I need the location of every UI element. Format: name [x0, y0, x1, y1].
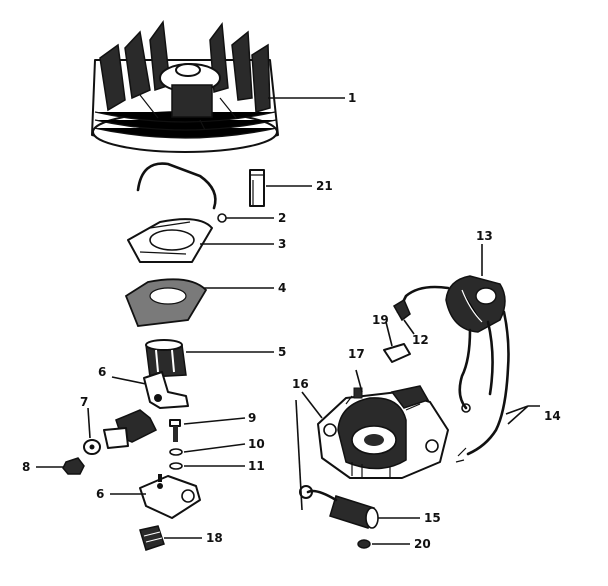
- callout-2: 2: [278, 211, 286, 225]
- nut-part: [62, 457, 85, 475]
- insulator-plate-part: [383, 343, 411, 363]
- callout-18: 18: [206, 531, 223, 545]
- washer-part: [83, 439, 101, 455]
- callout-8: 8: [22, 460, 30, 474]
- callout-1: 1: [348, 91, 356, 105]
- ignition-coil-part: [445, 275, 506, 333]
- callout-5: 5: [278, 345, 286, 359]
- leader-9: [183, 417, 246, 425]
- coil-clip-part: [392, 285, 450, 322]
- condenser-nut-part: [357, 539, 371, 549]
- coil-lead-wire: [458, 328, 472, 410]
- key-part: [249, 169, 265, 207]
- callout-12: 12: [412, 333, 429, 347]
- lock-washer-part: [169, 462, 183, 470]
- callout-10: 10: [248, 437, 265, 451]
- callout-4: 4: [278, 281, 286, 295]
- breaker-arm-part: [103, 371, 189, 449]
- leader-7: [87, 407, 91, 439]
- callout-11: 11: [248, 459, 265, 473]
- breaker-cover-part: [127, 218, 213, 263]
- callout-15: 15: [424, 511, 441, 525]
- callout-7: 7: [80, 395, 88, 409]
- leader-12: [403, 319, 415, 335]
- leader-17: [355, 369, 363, 393]
- spring-clip-part: [136, 162, 227, 223]
- callout-16: 16: [292, 377, 309, 391]
- flywheel-part: [91, 19, 279, 153]
- small-washer-part: [169, 448, 183, 456]
- callout-13: 13: [476, 229, 493, 243]
- cover-gasket-part: [124, 278, 208, 327]
- callout-6b: 6: [96, 487, 104, 501]
- cam-sleeve-part: [145, 339, 187, 378]
- screw-part: [169, 419, 181, 442]
- leader-19: [385, 321, 393, 347]
- felt-wick-part: [139, 525, 165, 551]
- ground-leads-part: [455, 310, 510, 463]
- breaker-point-base-part: [139, 474, 201, 519]
- callout-19: 19: [372, 313, 389, 327]
- leader-16: [301, 391, 323, 419]
- stator-axis-line: [295, 399, 303, 511]
- leader-10: [183, 443, 246, 453]
- callout-9: 9: [248, 411, 256, 425]
- callout-6a: 6: [98, 365, 106, 379]
- callout-17: 17: [348, 347, 365, 361]
- callout-20: 20: [414, 537, 431, 551]
- stator-plate-part: [317, 385, 449, 479]
- callout-14: 14: [544, 409, 561, 423]
- leader-14: [505, 405, 540, 425]
- callout-21: 21: [316, 179, 333, 193]
- callout-3: 3: [278, 237, 286, 251]
- leader-6a: [111, 376, 147, 385]
- condenser-part: [299, 485, 379, 529]
